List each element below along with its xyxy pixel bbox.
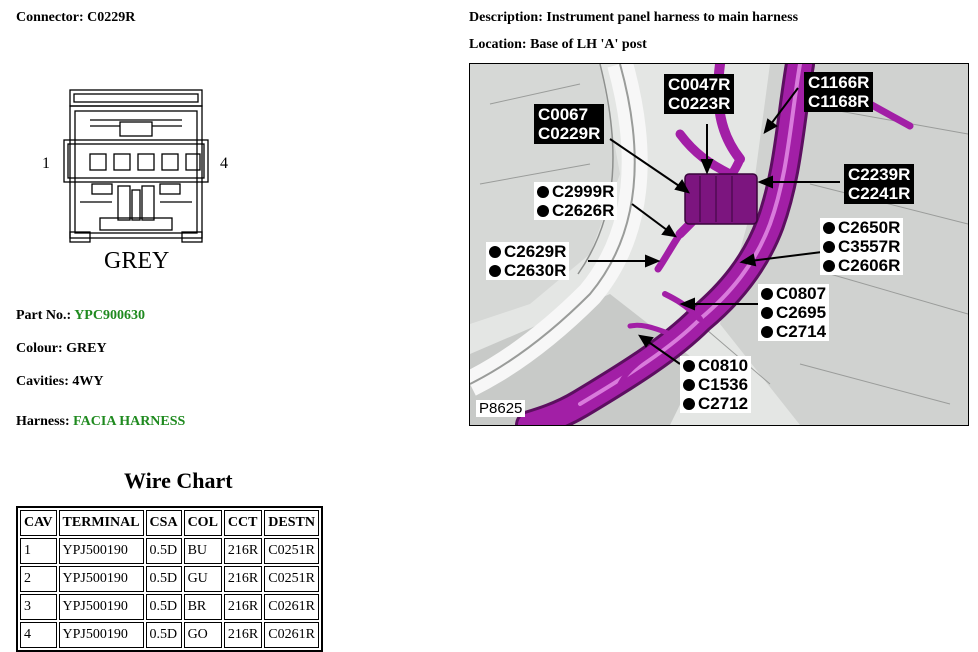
cell-destn[interactable]: C0251R — [264, 538, 319, 564]
connector-face-drawing: 1 4 GREY — [42, 89, 228, 274]
cell-terminal: YPJ500190 — [58, 622, 144, 648]
cell-cav: 4 — [20, 622, 57, 648]
cell-cct: 216R — [223, 538, 263, 564]
pin-4-label: 4 — [220, 155, 228, 172]
location-line: Location: Base of LH 'A' post — [469, 37, 647, 53]
location-label: Location: — [469, 37, 527, 52]
cavities-value: 4WY — [72, 374, 104, 389]
bullet-icon — [683, 398, 695, 410]
cell-csa: 0.5D — [145, 622, 182, 648]
callout-c2629r-c2630r[interactable]: C2629R C2630R — [486, 242, 570, 280]
connector-label: Connector: — [16, 10, 84, 25]
bullet-icon — [683, 379, 695, 391]
harness-label: Harness: — [16, 414, 70, 429]
cell-col: BU — [183, 538, 222, 564]
header-cav: CAV — [20, 510, 57, 536]
description-label: Description: — [469, 10, 543, 25]
bullet-icon — [489, 265, 501, 277]
cavities-label: Cavities: — [16, 374, 69, 389]
cell-destn[interactable]: C0261R — [264, 622, 319, 648]
callout-c0807-c2695-c2714[interactable]: C0807 C2695 C2714 — [758, 284, 830, 341]
pin-1-label: 1 — [42, 155, 50, 172]
colour-line: Colour: GREY — [16, 341, 107, 357]
colour-value: GREY — [66, 341, 107, 356]
cell-col: BR — [183, 594, 222, 620]
wire-chart-header-row: CAV TERMINAL CSA COL CCT DESTN — [20, 510, 319, 536]
wire-chart-table: CAV TERMINAL CSA COL CCT DESTN 1 YPJ5001… — [16, 506, 323, 652]
cell-col: GU — [183, 566, 222, 592]
cell-cav: 3 — [20, 594, 57, 620]
cell-destn[interactable]: C0261R — [264, 594, 319, 620]
bullet-icon — [761, 326, 773, 338]
wire-chart-title: Wire Chart — [124, 468, 233, 493]
bullet-icon — [489, 246, 501, 258]
bullet-icon — [761, 307, 773, 319]
header-col: COL — [183, 510, 222, 536]
bullet-icon — [823, 260, 835, 272]
bullet-icon — [823, 241, 835, 253]
bullet-icon — [537, 186, 549, 198]
harness-link[interactable]: FACIA HARNESS — [73, 414, 186, 429]
callout-c2999r-c2626r[interactable]: C2999R C2626R — [534, 182, 618, 220]
cell-cav: 2 — [20, 566, 57, 592]
table-row: 1 YPJ500190 0.5D BU 216R C0251R — [20, 538, 319, 564]
cell-terminal: YPJ500190 — [58, 594, 144, 620]
cell-cct: 216R — [223, 594, 263, 620]
harness-line: Harness: FACIA HARNESS — [16, 414, 185, 430]
connector-line: Connector: C0229R — [16, 10, 135, 26]
cell-col: GO — [183, 622, 222, 648]
cell-csa: 0.5D — [145, 594, 182, 620]
cell-cav: 1 — [20, 538, 57, 564]
part-number-label: Part No.: — [16, 308, 72, 323]
cell-cct: 216R — [223, 622, 263, 648]
header-terminal: TERMINAL — [58, 510, 144, 536]
cell-csa: 0.5D — [145, 538, 182, 564]
header-destn: DESTN — [264, 510, 319, 536]
connector-id: C0229R — [87, 10, 136, 25]
table-row: 2 YPJ500190 0.5D GU 216R C0251R — [20, 566, 319, 592]
connector-color-label: GREY — [104, 248, 169, 274]
cell-destn[interactable]: C0251R — [264, 566, 319, 592]
cell-cct: 216R — [223, 566, 263, 592]
bullet-icon — [537, 205, 549, 217]
cell-terminal: YPJ500190 — [58, 538, 144, 564]
description-line: Description: Instrument panel harness to… — [469, 10, 798, 26]
bullet-icon — [683, 360, 695, 372]
part-number-line: Part No.: YPC900630 — [16, 308, 145, 324]
bullet-icon — [761, 288, 773, 300]
harness-trunk — [515, 64, 914, 425]
cell-csa: 0.5D — [145, 566, 182, 592]
plate-number: P8625 — [476, 400, 526, 417]
callout-c2650r-c3557r-c2606r[interactable]: C2650R C3557R C2606R — [820, 218, 904, 275]
callout-c0810-c1536-c2712[interactable]: C0810 C1536 C2712 — [680, 356, 752, 413]
description-value: Instrument panel harness to main harness — [546, 10, 799, 25]
table-row: 4 YPJ500190 0.5D GO 216R C0261R — [20, 622, 319, 648]
colour-label: Colour: — [16, 341, 63, 356]
cavities-line: Cavities: 4WY — [16, 374, 104, 390]
bullet-icon — [823, 222, 835, 234]
table-row: 3 YPJ500190 0.5D BR 216R C0261R — [20, 594, 319, 620]
cell-terminal: YPJ500190 — [58, 566, 144, 592]
header-csa: CSA — [145, 510, 182, 536]
part-number-link[interactable]: YPC900630 — [74, 308, 145, 323]
header-cct: CCT — [223, 510, 263, 536]
location-value: Base of LH 'A' post — [530, 37, 647, 52]
